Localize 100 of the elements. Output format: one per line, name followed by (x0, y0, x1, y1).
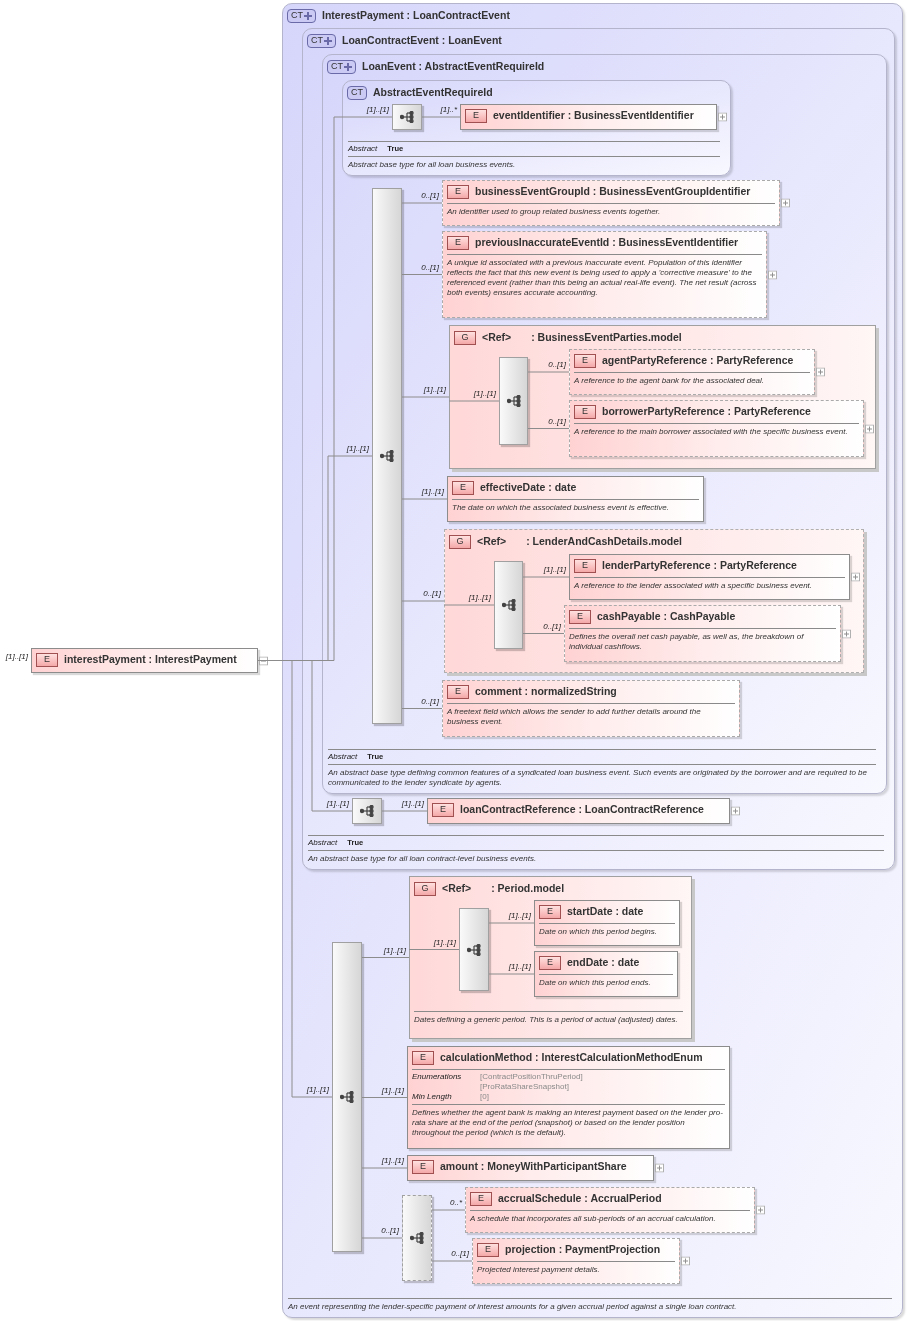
connector-line (522, 633, 565, 634)
type-badge: E (447, 185, 469, 199)
edge-label: [1]..[1] (508, 962, 531, 972)
edge-label: [1]..[1] (381, 1156, 404, 1166)
sequence-bar (352, 798, 382, 824)
type-badge: CT (307, 33, 336, 48)
type-panel (282, 3, 903, 1318)
edge-label: [1]..[1] (468, 593, 491, 603)
connector-line (401, 708, 443, 709)
element-box (442, 680, 740, 737)
connector-line (431, 1260, 473, 1262)
sequence-bar (332, 942, 362, 1252)
type-badge: E (539, 905, 561, 919)
element-title: interestPayment : InterestPayment (64, 652, 237, 668)
description-text: A schedule that incorporates all sub-periods of an accrual calculation. (470, 1213, 717, 1225)
sequence-bar (402, 1195, 432, 1281)
type-badge: E (412, 1051, 434, 1065)
type-badge: E (412, 1160, 434, 1174)
type-badge: E (447, 236, 469, 250)
edge-label: 0..[1] (421, 696, 439, 707)
property-label: Abstract (348, 143, 378, 155)
edge-label: [1]..[1] (346, 444, 369, 454)
connector-line (401, 498, 448, 500)
edge-label: [1]..[1] (433, 937, 456, 948)
type-badge: E (470, 1192, 492, 1206)
connector-line (488, 973, 535, 975)
group-box (444, 529, 864, 673)
type-badge: G (449, 534, 471, 549)
type-badge: E (574, 354, 596, 368)
description-text: Defines the overall net cash payable, as well as, the breakdown of individual cashflows. (569, 631, 805, 653)
type-badge: E (465, 109, 487, 123)
type-badge: E (432, 803, 454, 817)
element-title: lenderPartyReference : PartyReference (602, 558, 797, 574)
connector-line (408, 949, 460, 950)
edge-label: [1]..[1] (423, 385, 446, 395)
type-badge: G (454, 330, 476, 345)
edge-label: 0..[1] (421, 262, 439, 273)
element-box (534, 900, 680, 946)
cardinality-label: [1]..[1] (5, 651, 28, 663)
type-badge: CT (327, 59, 356, 74)
type-title: LoanContractEvent : LoanEvent (342, 33, 502, 48)
ref-label: <Ref> (442, 881, 472, 896)
element-title: startDate : date (567, 904, 644, 920)
edge-label: [1]..[1] (401, 799, 424, 809)
connector-line (401, 396, 450, 398)
description-text: A reference to the main borrower associated with the specific business event. (574, 426, 849, 438)
type-badge: E (539, 956, 561, 970)
edge-label: [1]..[1] (381, 1085, 404, 1096)
connector-line (522, 576, 570, 578)
group-box (409, 876, 692, 1039)
connector-line (401, 202, 443, 204)
description-text: The date on which the associated business event is effective. (452, 502, 670, 514)
connector-line (361, 1167, 408, 1169)
element-box (447, 476, 704, 522)
element-title: projection : PaymentProjection (505, 1242, 661, 1258)
connector-line (401, 600, 445, 602)
edge-label: [1]..[1] (543, 565, 566, 575)
description-text: A freetext field which allows the sender to add further details around the business event. (447, 706, 702, 728)
element-title: agentPartyReference : PartyReference (602, 353, 794, 369)
edge-label: [1]..[1] (473, 389, 496, 399)
edge-label: 0..[1] (543, 621, 561, 632)
description-text: A reference to the agent bank for the associated deal. (574, 375, 766, 387)
connector-line (361, 1097, 408, 1098)
edge-label: [1]..[1] (366, 105, 389, 115)
type-badge: E (574, 559, 596, 573)
description-text: A unique id associated with a previous inaccurate event. Population of this identifier reflects the fact that this new event is being used to apply a 'corrective measure' to the referenced event (rather than this being an actual real-life event). The net result (across both events) ensures accurate accounting. (447, 257, 758, 299)
description-text: Abstract base type for all loan business events. (348, 159, 517, 171)
sequence-bar (372, 188, 402, 724)
edge-label: 0..[1] (548, 360, 566, 370)
property-value: [ProRataShareSnapshot] (480, 1082, 570, 1092)
group-title: : Period.model (491, 881, 565, 896)
element-box (534, 951, 678, 997)
element-title: businessEventGroupId : BusinessEventGroupIdentifier (475, 184, 751, 200)
connector-line (448, 400, 500, 402)
description-text: Date on which this period begins. (539, 926, 658, 938)
description-text: An abstract base type for all loan contract-level business events. (308, 853, 538, 865)
type-badge: E (447, 685, 469, 699)
type-badge: E (36, 653, 58, 667)
description-text: An event representing the lender-specific payment of interest amounts for a given accrual period against a single loan contract. (288, 1301, 738, 1313)
type-panel (302, 28, 895, 870)
type-title: LoanEvent : AbstractEventRequireId (362, 59, 545, 74)
sequence-bar (459, 908, 489, 991)
sequence-bar (499, 357, 528, 445)
connector-line (431, 1209, 466, 1211)
group-box (449, 325, 876, 469)
description-text: Date on which this period ends. (539, 977, 652, 989)
element-title: eventIdentifier : BusinessEventIdentifier (493, 108, 694, 124)
type-title: AbstractEventRequireId (373, 85, 493, 100)
connector-line (421, 116, 461, 118)
element-title: borrowerPartyReference : PartyReference (602, 404, 811, 420)
type-title: InterestPayment : LoanContractEvent (322, 8, 510, 23)
element-title: comment : normalizedString (475, 684, 617, 700)
element-title: accrualSchedule : AccrualPeriod (498, 1191, 662, 1207)
element-title: calculationMethod : InterestCalculationMethodEnum (440, 1050, 703, 1066)
ref-label: <Ref> (477, 534, 507, 549)
property-label: Abstract (328, 751, 358, 763)
connector-line (527, 371, 570, 373)
property-label: Abstract (308, 837, 338, 849)
type-badge: G (414, 881, 436, 896)
edge-label: [1]..[1] (326, 799, 349, 809)
